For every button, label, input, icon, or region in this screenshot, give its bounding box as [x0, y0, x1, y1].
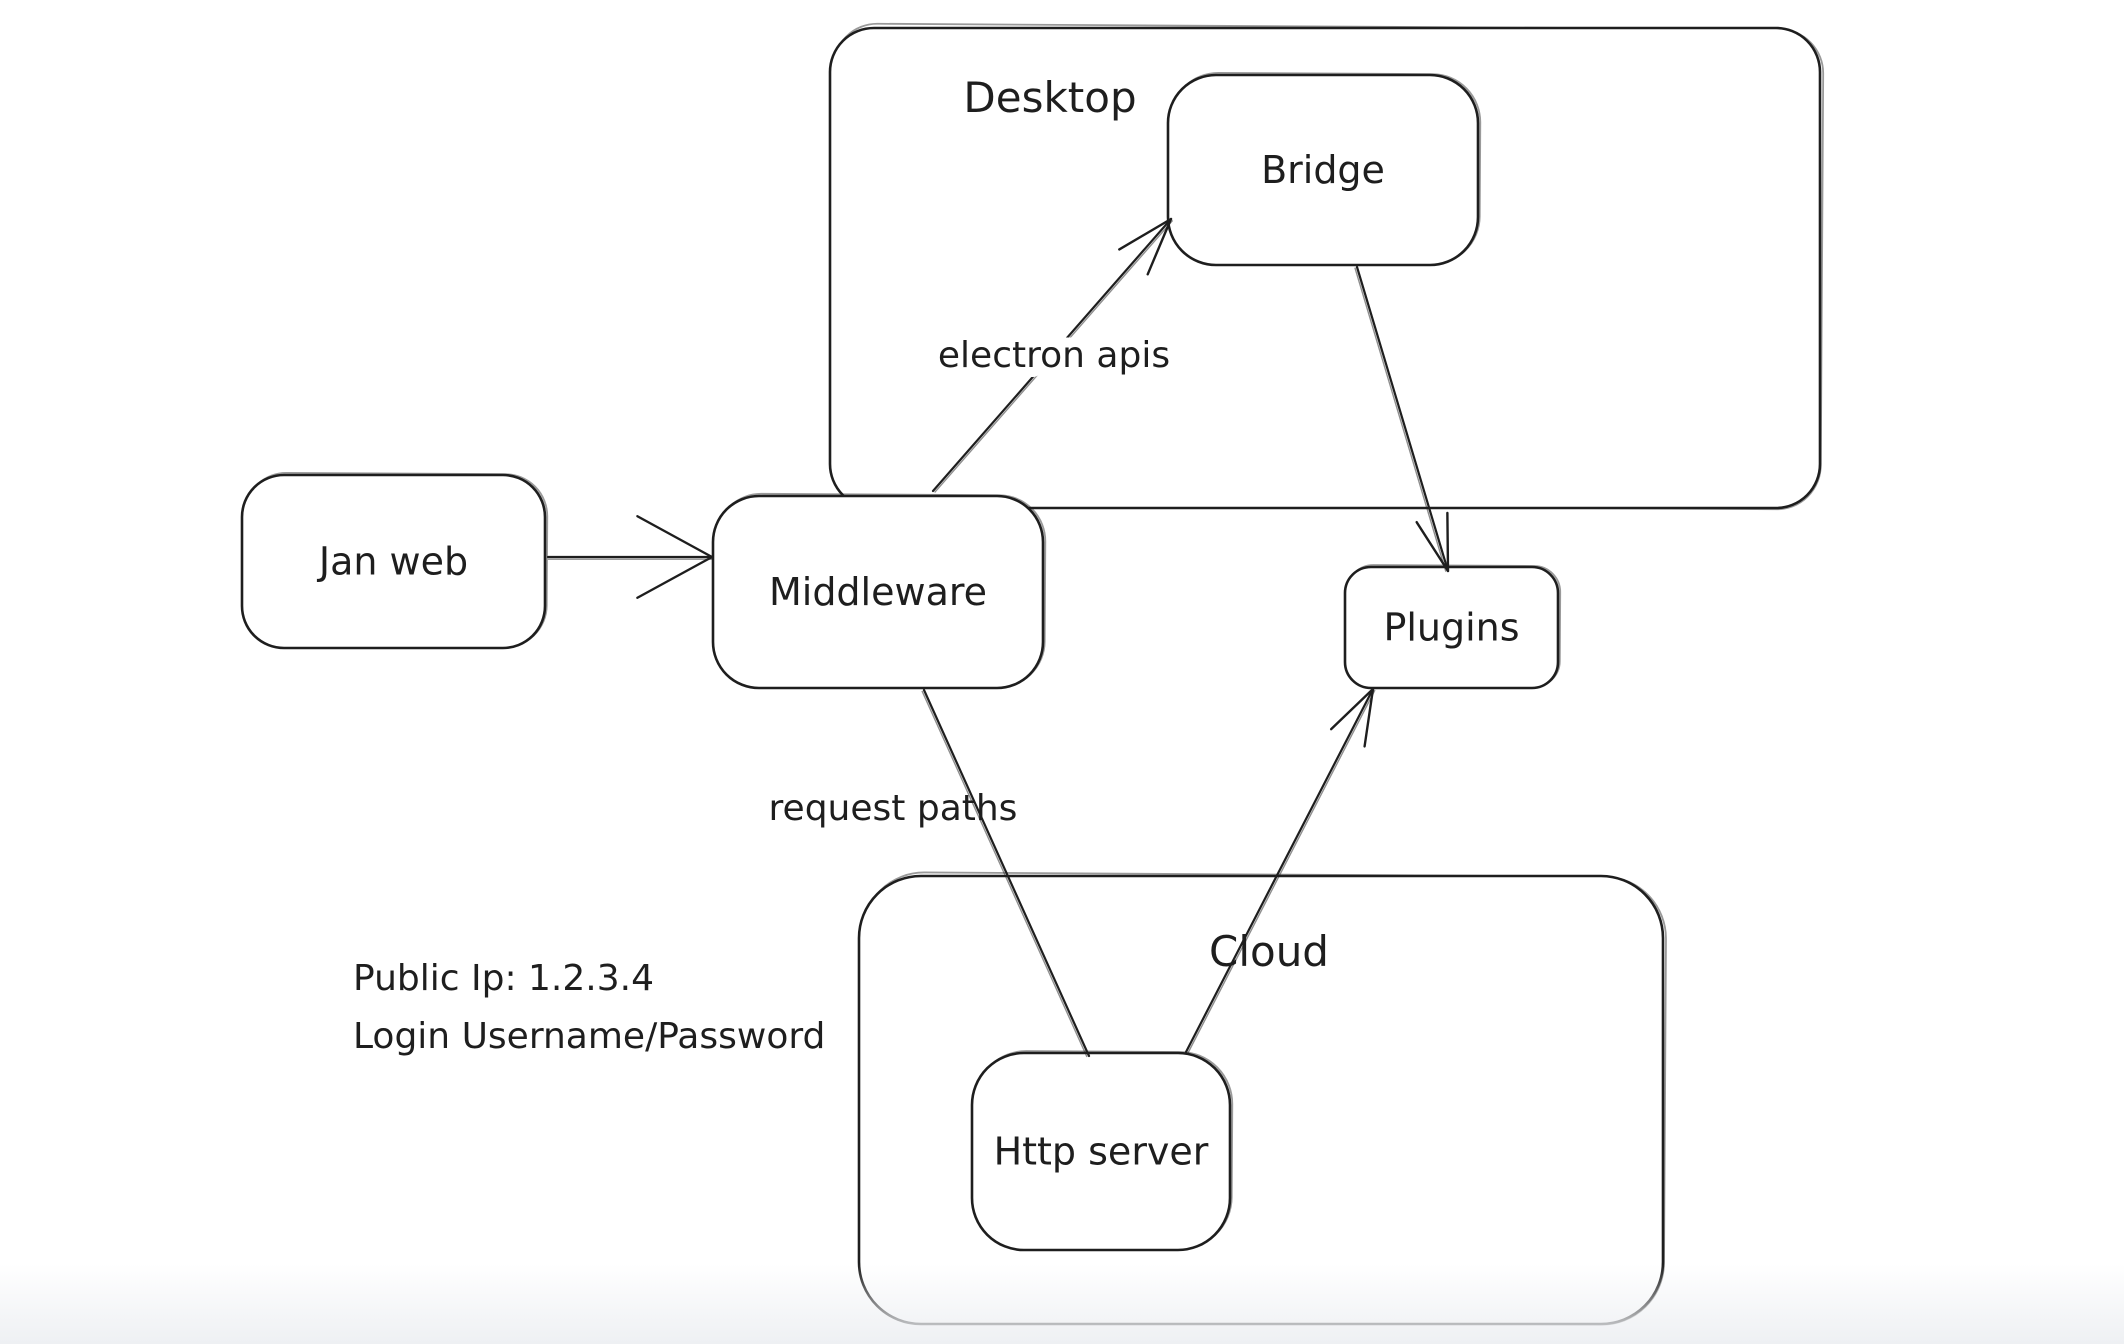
jan-web-to-middleware-arrowhead [636, 515, 714, 599]
node-jan-web[interactable] [240, 471, 549, 650]
middleware-to-bridge-line [931, 217, 1173, 493]
middleware-label: Middleware [769, 570, 987, 614]
edge-bridge-to-plugins[interactable] [1354, 265, 1450, 573]
http-server-to-plugins-arrowhead [1329, 687, 1375, 748]
plugins-box [1343, 565, 1560, 690]
http-server-box [970, 1051, 1232, 1252]
node-bridge[interactable] [1166, 71, 1482, 267]
jan-web-box [240, 473, 547, 650]
credentials-note-line-1: Public Ip: 1.2.3.4 [353, 958, 654, 999]
node-plugins[interactable] [1343, 564, 1562, 690]
credentials-note-line-2: Login Username/Password [353, 1016, 825, 1057]
jan-web-label: Jan web [317, 540, 468, 584]
edge-http-server-to-plugins[interactable] [1184, 687, 1376, 1054]
bridge-to-plugins-sketch-stroke [1354, 267, 1447, 572]
plugins-label: Plugins [1383, 606, 1519, 650]
desktop-box [828, 26, 1822, 510]
container-desktop[interactable] [828, 22, 1825, 511]
middleware-to-http-server-sketch-stroke [921, 690, 1088, 1058]
middleware-to-bridge-label: electron apis [938, 335, 1170, 376]
bridge-label: Bridge [1261, 148, 1385, 192]
edge-middleware-to-bridge[interactable]: electron apis [928, 217, 1180, 493]
http-server-label: Http server [994, 1130, 1209, 1174]
http-server-to-plugins-sketch-stroke [1187, 689, 1376, 1054]
desktop-label: Desktop [963, 73, 1136, 122]
middleware-to-http-server-line [922, 688, 1091, 1058]
http-server-to-plugins-line [1184, 687, 1375, 1054]
bridge-to-plugins-line [1355, 265, 1450, 573]
edge-jan-web-to-middleware[interactable] [546, 515, 714, 599]
middleware-to-http-server-label: request paths [769, 788, 1018, 829]
bottom-fade [0, 1264, 2124, 1344]
edge-middleware-to-http-server[interactable]: request paths [769, 688, 1091, 1058]
middleware-box [711, 494, 1045, 690]
middleware-to-bridge-sketch-stroke [934, 219, 1174, 493]
bridge-box [1166, 73, 1480, 267]
node-middleware[interactable] [711, 492, 1047, 690]
middleware-to-bridge-arrowhead [1118, 217, 1173, 276]
node-http-server[interactable] [970, 1050, 1234, 1252]
bridge-to-plugins-arrowhead [1415, 511, 1450, 573]
cloud-label: Cloud [1209, 927, 1329, 976]
